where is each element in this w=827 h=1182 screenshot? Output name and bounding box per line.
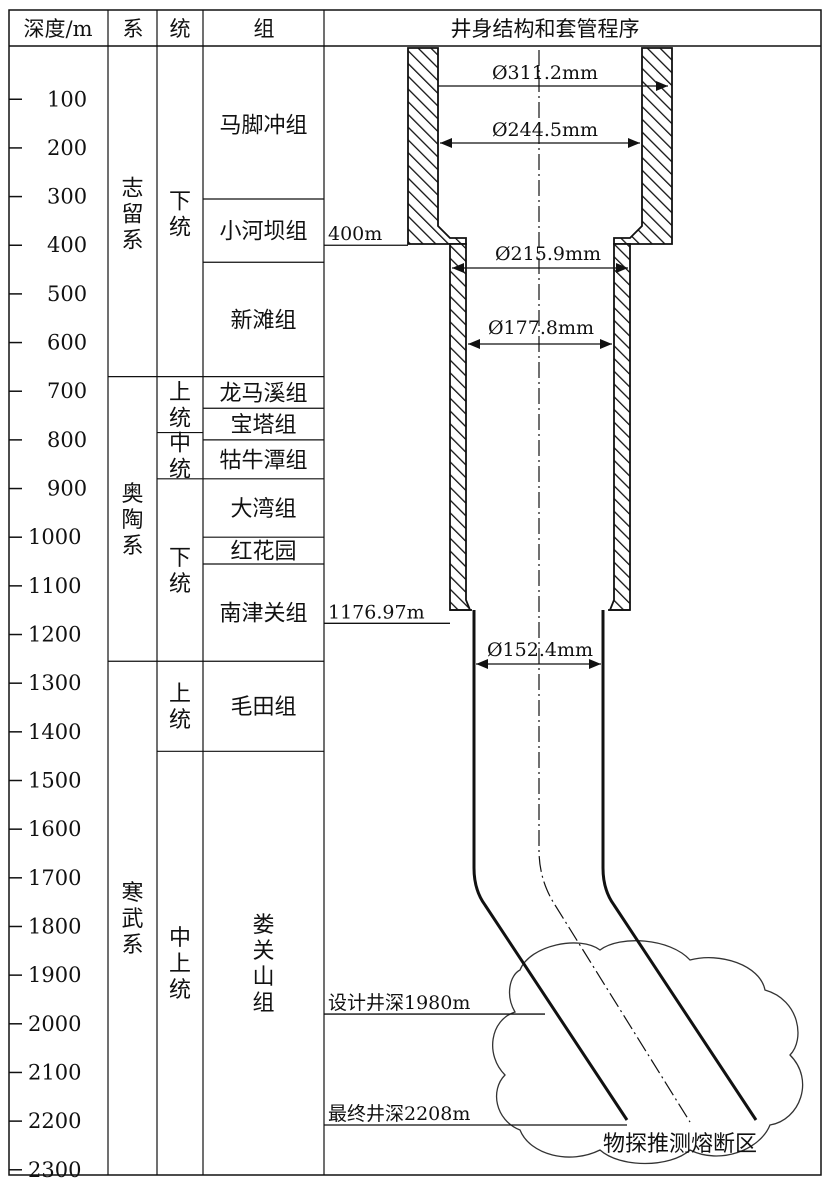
intermediate-casing-left-wall bbox=[449, 243, 472, 611]
depth-tick-label: 400 bbox=[47, 233, 87, 257]
depth-tick-label: 1800 bbox=[28, 914, 81, 938]
formation-label: 新滩组 bbox=[230, 308, 296, 333]
dim-215-arrow-left bbox=[452, 263, 464, 273]
dim-152-label: Ø152.4mm bbox=[487, 639, 593, 661]
dim-244-arrow-right bbox=[628, 138, 640, 148]
depth-tick-label: 1600 bbox=[28, 817, 81, 841]
depth-mark-label: 最终井深2208m bbox=[328, 1103, 470, 1125]
series-label: 中统 bbox=[169, 432, 191, 483]
depth-tick-label: 1200 bbox=[28, 623, 81, 647]
formation-label: 大湾组 bbox=[230, 497, 296, 522]
formation-label: 龙马溪组 bbox=[219, 381, 307, 406]
depth-tick-label: 100 bbox=[47, 87, 87, 111]
depth-tick-label: 1500 bbox=[28, 769, 81, 793]
depth-tick-label: 1900 bbox=[28, 963, 81, 987]
depth-mark-label: 1176.97m bbox=[328, 601, 425, 623]
formation-label: 南津关组 bbox=[219, 602, 307, 627]
surface-casing-right-wall bbox=[613, 47, 673, 245]
depth-tick-label: 500 bbox=[47, 282, 87, 306]
depth-mark-label: 设计井深1980m bbox=[328, 992, 470, 1014]
header-formation: 组 bbox=[254, 17, 275, 41]
table-headers: 深度/m 系 统 组 井身结构和套管程序 bbox=[24, 17, 640, 41]
depth-tick-label: 2300 bbox=[28, 1158, 81, 1182]
formation-label: 红花园 bbox=[230, 540, 296, 565]
depth-tick-label: 600 bbox=[47, 331, 87, 355]
open-hole bbox=[472, 610, 758, 1121]
dim-311-arrow-right bbox=[656, 81, 668, 91]
surface-casing-left-wall bbox=[407, 47, 467, 245]
depth-tick-label: 200 bbox=[47, 136, 87, 160]
depth-marks: 400m 1176.97m 设计井深1980m 最终井深2208m bbox=[324, 223, 627, 1126]
intermediate-casing bbox=[449, 243, 631, 611]
depth-mark-label: 400m bbox=[328, 223, 382, 245]
depth-tick-label: 300 bbox=[47, 185, 87, 209]
formation-label: 宝塔组 bbox=[230, 413, 296, 438]
depth-tick-label: 2100 bbox=[28, 1060, 81, 1084]
depth-tick-label: 900 bbox=[47, 477, 87, 501]
intermediate-casing-right-wall bbox=[608, 243, 631, 611]
stratigraphy-table bbox=[8, 9, 822, 1176]
dim-177-label: Ø177.8mm bbox=[488, 317, 594, 339]
formation-label: 小河坝组 bbox=[219, 220, 307, 245]
open-hole-right-wall bbox=[601, 610, 758, 1121]
depth-tick-label: 2000 bbox=[28, 1012, 81, 1036]
depth-tick-label: 2200 bbox=[28, 1109, 81, 1133]
depth-tick-label: 1700 bbox=[28, 866, 81, 890]
system-label: 志留系 bbox=[121, 177, 143, 254]
series-label: 下统 bbox=[169, 190, 191, 241]
series-label: 上统 bbox=[169, 381, 191, 432]
header-structure: 井身结构和套管程序 bbox=[451, 17, 640, 41]
dim-177-arrow-left bbox=[468, 339, 480, 349]
diameter-dimensions: Ø311.2mm Ø244.5mm Ø215.9mm Ø177.8mm Ø152… bbox=[438, 62, 668, 669]
formation-label: 毛田组 bbox=[230, 695, 296, 720]
header-system: 系 bbox=[123, 17, 144, 41]
depth-tick-label: 1400 bbox=[28, 720, 81, 744]
depth-tick-label: 1300 bbox=[28, 671, 81, 695]
series-label: 中上统 bbox=[169, 926, 191, 1003]
surface-casing bbox=[407, 47, 673, 245]
series-label: 上统 bbox=[169, 682, 191, 733]
well-centerline bbox=[538, 50, 691, 1123]
system-label: 寒武系 bbox=[121, 881, 143, 958]
dim-215-arrow-right bbox=[616, 263, 628, 273]
dim-215-label: Ø215.9mm bbox=[495, 243, 601, 265]
system-label: 奥陶系 bbox=[121, 482, 143, 559]
formation-label: 马脚冲组 bbox=[219, 114, 307, 139]
depth-tick-label: 800 bbox=[47, 428, 87, 452]
formation-label: 娄关山组 bbox=[252, 913, 274, 1016]
series-label: 下统 bbox=[169, 546, 191, 597]
depth-tick-label: 1000 bbox=[28, 525, 81, 549]
dim-244-arrow-left bbox=[440, 138, 452, 148]
header-series: 统 bbox=[170, 17, 191, 41]
dim-152-arrow-left bbox=[476, 659, 488, 669]
fault-zone-label: 物探推测熔断区 bbox=[603, 1132, 757, 1157]
depth-tick-label: 700 bbox=[47, 379, 87, 403]
dim-244-label: Ø244.5mm bbox=[492, 119, 598, 141]
formation-label: 牯牛潭组 bbox=[219, 448, 307, 473]
depth-tick-label: 1100 bbox=[28, 574, 81, 598]
depth-axis: 100 200 300 400 500 600 700 800 900 1000 1100 1200 1… bbox=[9, 87, 87, 1182]
fault-zone-cloud bbox=[492, 940, 804, 1165]
dim-152-arrow-right bbox=[589, 659, 601, 669]
dim-311-label: Ø311.2mm bbox=[492, 62, 598, 84]
open-hole-left-wall bbox=[472, 610, 629, 1121]
header-depth: 深度/m bbox=[24, 17, 93, 41]
table-border bbox=[8, 9, 822, 1176]
dim-177-arrow-right bbox=[600, 339, 612, 349]
